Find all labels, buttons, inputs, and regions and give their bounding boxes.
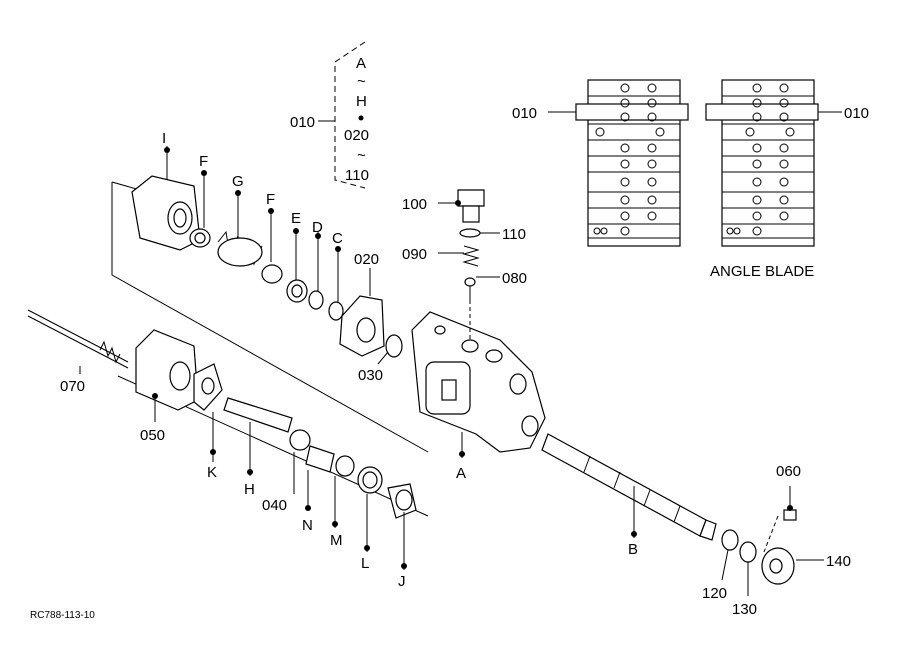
bracket-bottom: 110	[345, 167, 369, 184]
callout-090: 090	[402, 246, 427, 263]
callout-A: A	[456, 465, 466, 482]
oring-120	[721, 529, 739, 551]
callout-L: L	[361, 555, 369, 572]
plug-100	[457, 189, 485, 223]
callout-K: K	[207, 464, 217, 481]
callout-F-upper: F	[199, 153, 208, 170]
spring-090	[462, 245, 480, 267]
spring-seat-F1	[189, 228, 211, 248]
spool-end-H	[223, 397, 293, 433]
callout-G: G	[232, 173, 244, 190]
stack-ref-right: 010	[844, 105, 869, 122]
spool-B	[541, 433, 717, 541]
drawing-code: RC788-113-10	[30, 610, 95, 621]
valve-body-A	[411, 311, 546, 453]
callout-C: C	[332, 230, 343, 247]
collar-040	[289, 429, 311, 451]
oring-030	[385, 334, 403, 358]
washer-130	[739, 541, 757, 563]
screw-060	[763, 509, 797, 553]
bolt-070	[27, 309, 129, 369]
callout-130: 130	[732, 601, 757, 618]
callout-020: 020	[354, 251, 379, 268]
callout-080: 080	[502, 270, 527, 287]
callout-B: B	[628, 541, 638, 558]
assembly-guide-line-upper	[111, 182, 429, 453]
oring-110	[459, 228, 481, 238]
bracket-tilde-2: ~	[357, 147, 366, 164]
spring-seat-F2	[261, 264, 283, 284]
callout-I: I	[162, 130, 166, 147]
callout-N: N	[302, 517, 313, 534]
stack-caption: ANGLE BLADE	[710, 263, 814, 280]
oring-C	[328, 301, 344, 321]
callout-070: 070	[60, 378, 85, 395]
callout-110: 110	[502, 226, 526, 243]
callout-050: 050	[140, 427, 165, 444]
valve-stack-left	[575, 79, 689, 247]
bracket-dot-ref: 020	[344, 127, 369, 144]
cover-020	[339, 295, 385, 357]
group-bracket: 010 A ~ H 020 ~ 110	[290, 41, 369, 189]
bracket-tilde-1: ~	[357, 73, 366, 90]
callout-D: D	[312, 219, 323, 236]
callout-E: E	[291, 210, 301, 227]
callout-120: 120	[702, 585, 727, 602]
stack-ref-left: 010	[512, 105, 537, 122]
ring-D	[308, 290, 324, 310]
spring-G	[217, 230, 263, 267]
callout-H: H	[244, 481, 255, 498]
valve-stack-right	[705, 79, 819, 247]
callout-140: 140	[826, 553, 851, 570]
bracket-ref: 010	[290, 114, 315, 131]
callout-J: J	[398, 573, 406, 590]
plate-140	[761, 547, 795, 585]
bracket-mid: H	[356, 93, 367, 110]
poppet-080	[464, 277, 476, 300]
callout-M: M	[330, 532, 343, 549]
bracket-top: A	[356, 55, 366, 72]
callout-100: 100	[402, 196, 427, 213]
cap-050	[135, 329, 199, 411]
ring-M	[335, 455, 355, 477]
plate-N	[305, 445, 335, 473]
cap-J	[387, 483, 417, 519]
callout-F-lower: F	[266, 191, 275, 208]
callout-040: 040	[262, 497, 287, 514]
plate-K	[193, 363, 223, 411]
washer-E	[286, 279, 308, 303]
callout-030: 030	[358, 367, 383, 384]
bracket-dot	[358, 115, 364, 121]
spring-L	[357, 466, 383, 494]
callout-060: 060	[776, 463, 801, 480]
